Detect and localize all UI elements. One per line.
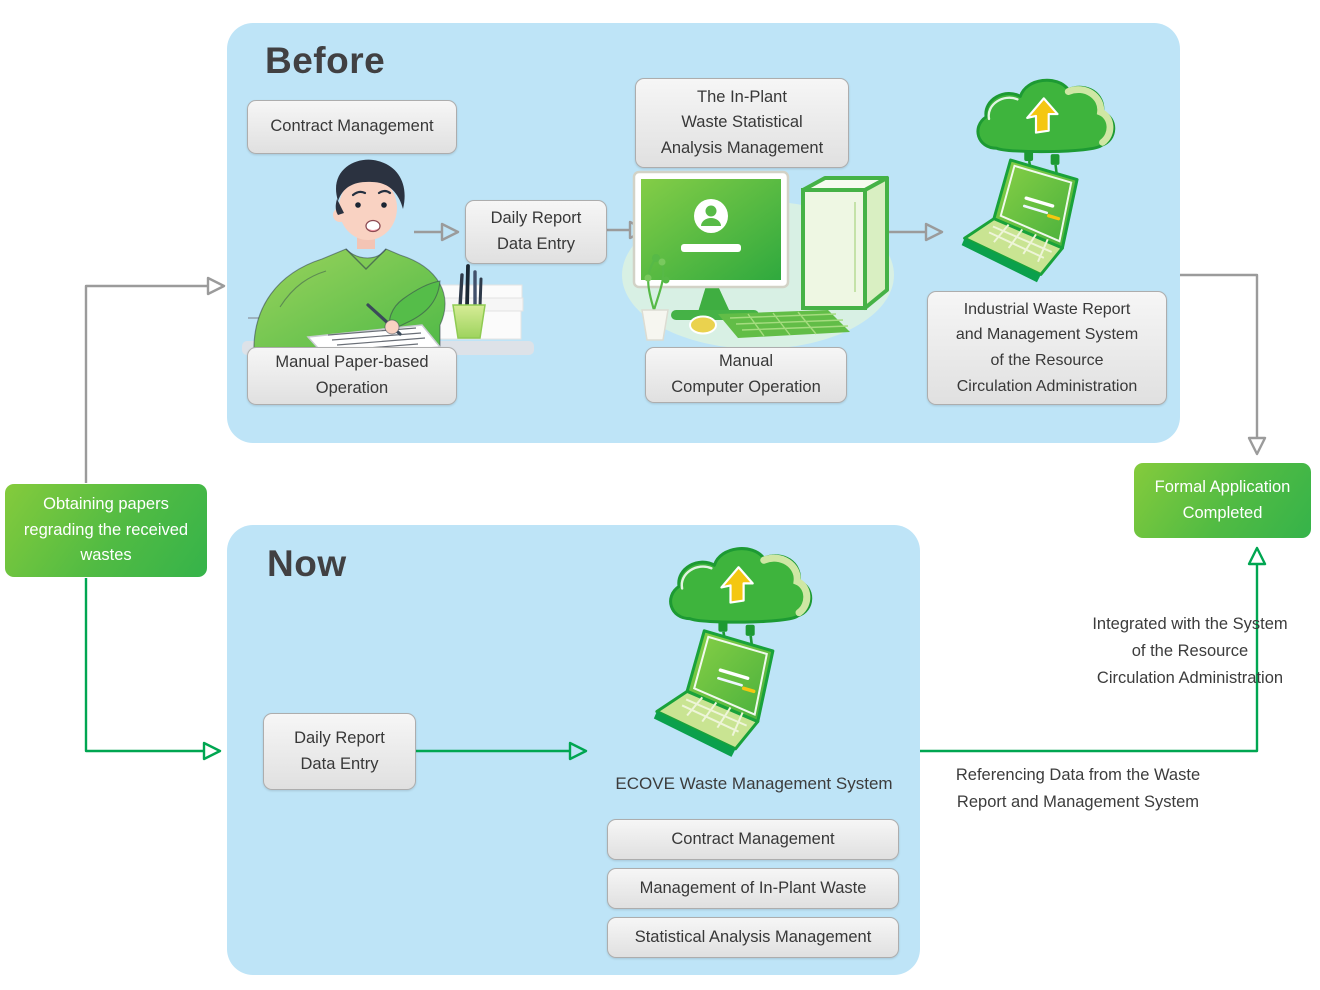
cloud-upload-laptop-icon	[961, 78, 1116, 283]
before-title: Before	[265, 40, 386, 81]
mouse-icon	[689, 315, 717, 335]
connector-person-to-dailyreport	[414, 222, 460, 242]
pc-tower-icon	[801, 176, 889, 310]
formal-application-box: Formal Application Completed	[1134, 463, 1311, 538]
user-avatar-icon	[694, 199, 728, 233]
laptop-icon	[653, 629, 775, 757]
connector-source-to-before	[84, 276, 226, 483]
pen-cup-icon	[452, 264, 486, 339]
now-daily-report-box: Daily Report Data Entry	[263, 713, 416, 790]
laptop-icon	[961, 158, 1079, 283]
ecove-system-label: ECOVE Waste Management System	[615, 774, 893, 793]
connector-computer-to-upload	[888, 222, 944, 242]
cloud-upload-icon	[669, 547, 813, 670]
referencing-annotation: Referencing Data from the Waste Report a…	[955, 766, 1201, 811]
before-contract-management-box: Contract Management	[247, 100, 457, 154]
plant-icon	[641, 254, 670, 341]
now-title: Now	[267, 543, 347, 584]
now-statistical-analysis-box: Statistical Analysis Management	[607, 917, 899, 958]
before-manual-computer-box: Manual Computer Operation	[645, 347, 847, 403]
cloud-upload-laptop-icon	[653, 547, 813, 757]
connector-before-to-formal	[1180, 273, 1267, 456]
integrated-annotation: Integrated with the System of the Resour…	[1092, 615, 1288, 687]
connector-dailyreport-to-ecove	[414, 741, 588, 761]
now-in-plant-waste-box: Management of In-Plant Waste	[607, 868, 899, 909]
before-in-plant-box: The In-Plant Waste Statistical Analysis …	[635, 78, 849, 168]
connector-ecove-to-formal	[920, 546, 1267, 753]
before-industrial-waste-box: Industrial Waste Report and Management S…	[927, 291, 1167, 405]
connector-source-to-now	[84, 578, 222, 761]
now-contract-management-box: Contract Management	[607, 819, 899, 860]
obtaining-papers-box: Obtaining papers regrading the received …	[5, 484, 207, 577]
before-daily-report-box: Daily Report Data Entry	[465, 200, 607, 264]
before-manual-paper-box: Manual Paper-based Operation	[247, 347, 457, 405]
desktop-computer-icon	[622, 170, 894, 349]
